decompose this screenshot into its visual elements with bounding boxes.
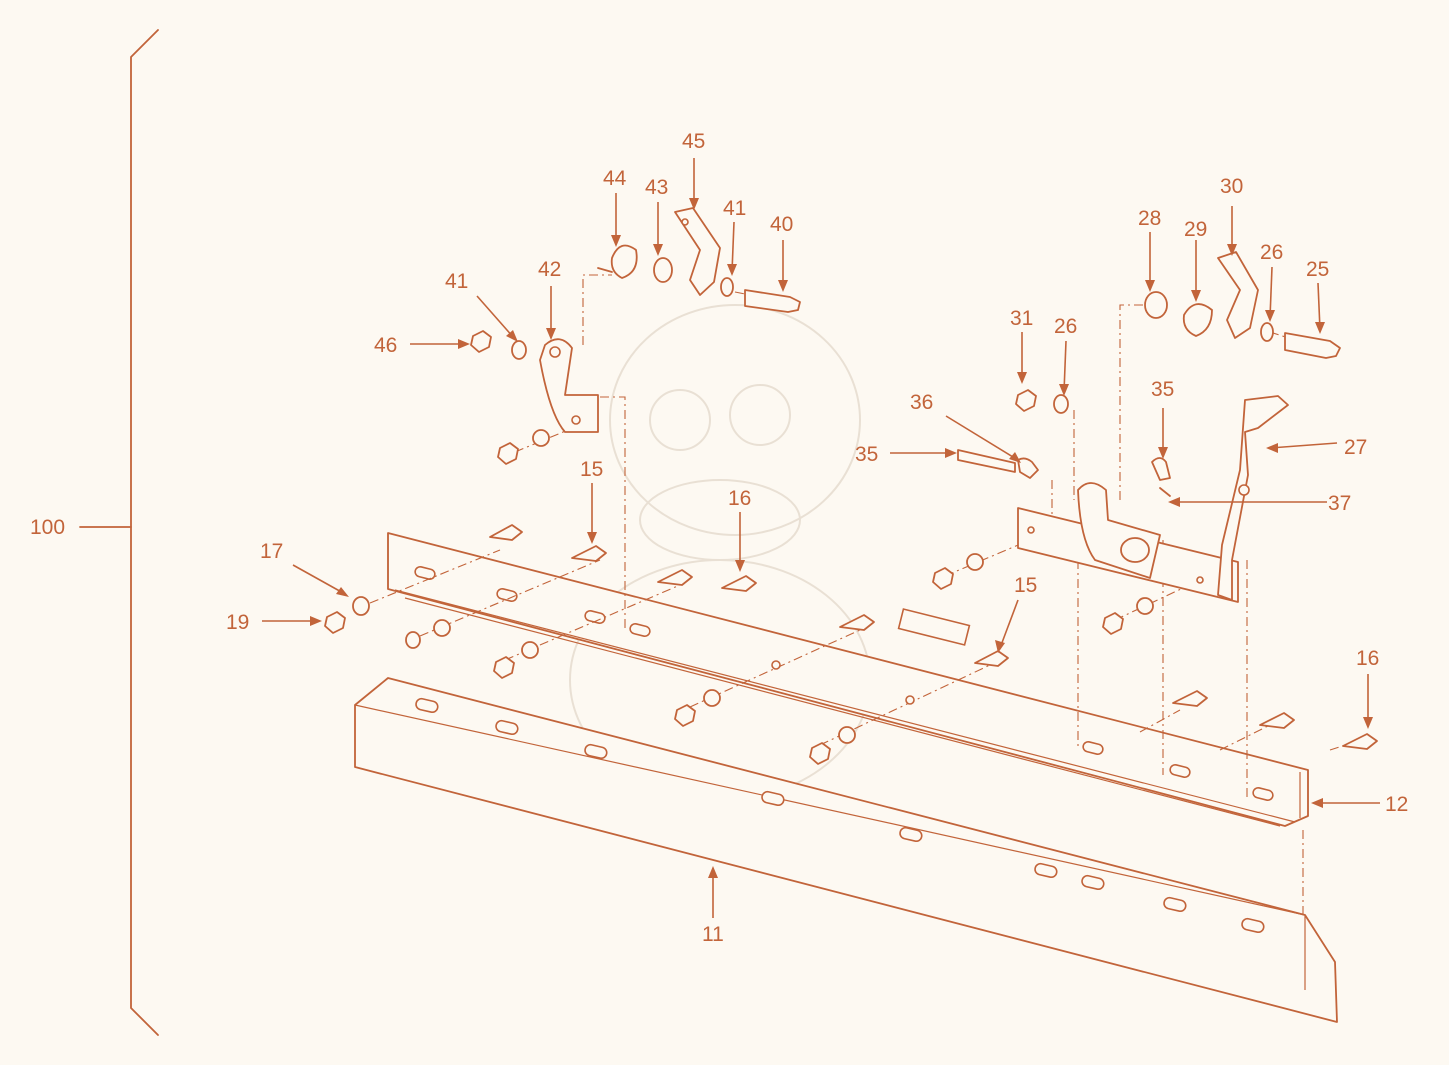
label-35-left: 35 (855, 443, 878, 466)
label-45: 45 (682, 130, 705, 153)
label-41-upper: 41 (723, 197, 746, 220)
label-41-left: 41 (445, 270, 468, 293)
right-actuator (932, 251, 1341, 635)
label-12: 12 (1385, 793, 1408, 816)
label-17: 17 (260, 540, 283, 563)
fasteners (324, 524, 1378, 765)
label-25: 25 (1306, 258, 1329, 281)
left-actuator (470, 207, 801, 465)
label-28: 28 (1138, 207, 1161, 230)
label-11: 11 (702, 923, 724, 946)
label-15-left: 15 (580, 458, 603, 481)
label-42: 42 (538, 258, 561, 281)
label-44: 44 (603, 167, 627, 190)
blade-plate (354, 677, 1338, 1023)
label-19: 19 (226, 611, 249, 634)
label-37: 37 (1328, 492, 1351, 515)
label-16-left: 16 (728, 487, 751, 510)
label-26-right: 26 (1260, 241, 1283, 264)
label-36: 36 (910, 391, 933, 414)
label-100: 100 (30, 516, 65, 539)
label-46: 46 (374, 334, 397, 357)
label-30: 30 (1220, 175, 1243, 198)
leader-arrows (262, 158, 1380, 918)
label-43: 43 (645, 176, 668, 199)
label-31: 31 (1010, 307, 1033, 330)
label-27: 27 (1344, 436, 1367, 459)
mascot-watermark (569, 304, 871, 801)
label-15-right: 15 (1014, 574, 1037, 597)
label-35-right: 35 (1151, 378, 1174, 401)
assembly-bracket (79, 29, 159, 1036)
label-26-middle: 26 (1054, 315, 1077, 338)
mounting-rail (387, 532, 1309, 827)
part-labels: 100 11 12 15 15 16 16 17 19 25 26 26 27 … (30, 130, 1408, 946)
label-40: 40 (770, 213, 793, 236)
label-29: 29 (1184, 218, 1207, 241)
label-16-right: 16 (1356, 647, 1379, 670)
